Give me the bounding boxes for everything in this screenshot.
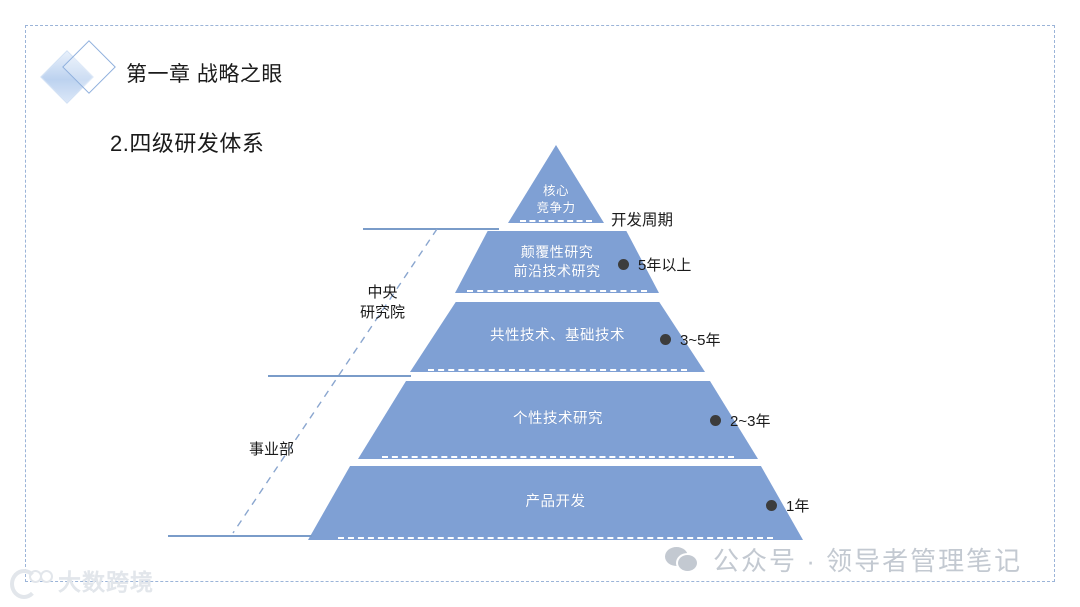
site-watermark-text: 大数跨境 xyxy=(58,569,154,595)
pyramid-tier-2-label: 颠覆性研究 前沿技术研究 xyxy=(514,243,601,281)
org-label-business-unit: 事业部 xyxy=(249,441,295,458)
cycle-item-3: 2~3年 xyxy=(710,410,770,431)
page-title: 2.四级研发体系 xyxy=(110,131,265,156)
tier-5-dashed-edge xyxy=(337,537,774,539)
tier-4-dashed-edge xyxy=(382,456,734,458)
bullet-dot-icon xyxy=(618,259,629,270)
development-cycle-header: 开发周期 xyxy=(611,212,674,229)
bullet-dot-icon xyxy=(660,334,671,345)
site-logo-icon xyxy=(10,567,53,599)
chapter-title: 第一章 战略之眼 xyxy=(126,63,283,86)
wechat-icon xyxy=(665,546,699,573)
pyramid-tier-4-label: 个性技术研究 xyxy=(513,411,603,428)
connector-line-middle xyxy=(268,375,411,377)
tier-1-line-1: 核心 xyxy=(542,184,569,199)
connector-line-top xyxy=(363,228,499,230)
bullet-dot-icon xyxy=(766,500,777,511)
wechat-watermark-text: 公众号 · 领导者管理笔记 xyxy=(713,546,1023,576)
tier-1-dashed-edge xyxy=(519,220,593,222)
pyramid-tier-3-label: 共性技术、基础技术 xyxy=(490,328,625,345)
pyramid-tier-5-label: 产品开发 xyxy=(525,494,586,511)
site-watermark: 大数跨境 xyxy=(10,563,154,599)
connector-line-bottom xyxy=(168,535,312,537)
cycle-item-2-label: 3~5年 xyxy=(680,332,721,349)
pyramid-tier-1: 核心 竞争力 xyxy=(508,145,604,223)
pyramid-tier-5: 产品开发 xyxy=(308,466,803,540)
cycle-item-1-label: 5年以上 xyxy=(638,257,692,274)
cycle-item-3-label: 2~3年 xyxy=(730,413,771,430)
tier-2-line-2: 前沿技术研究 xyxy=(513,263,601,279)
org-label-1-line-1: 中央 xyxy=(367,284,398,301)
org-label-1-line-2: 研究院 xyxy=(360,303,406,321)
org-label-central-research: 中央 研究院 xyxy=(360,283,405,322)
wechat-watermark: 公众号 · 领导者管理笔记 xyxy=(665,541,1022,578)
pyramid-tier-1-label: 核心 竞争力 xyxy=(536,183,575,217)
pyramid-tier-4: 个性技术研究 xyxy=(358,381,758,459)
bullet-dot-icon xyxy=(710,415,721,426)
cycle-item-2: 3~5年 xyxy=(660,329,720,350)
tier-2-dashed-edge xyxy=(467,290,647,292)
tier-2-line-1: 颠覆性研究 xyxy=(520,244,594,261)
tier-1-line-2: 竞争力 xyxy=(536,201,576,216)
cycle-item-1: 5年以上 xyxy=(618,254,691,275)
tier-3-dashed-edge xyxy=(427,369,688,371)
pyramid-tier-3: 共性技术、基础技术 xyxy=(410,302,705,372)
cycle-item-4-label: 1年 xyxy=(786,498,810,515)
cycle-item-4: 1年 xyxy=(766,495,809,516)
